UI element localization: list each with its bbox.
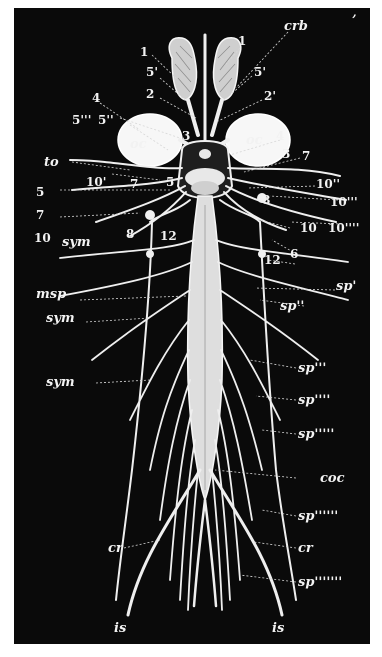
- label-7-left: 7: [36, 208, 44, 222]
- label-msp: msp: [36, 287, 66, 302]
- label-5p-left: 5': [146, 65, 158, 79]
- label-10-right: 10: [300, 221, 317, 235]
- label-oc-left: oc: [130, 137, 147, 152]
- label-cr-right: cr: [298, 541, 314, 556]
- label-sym-2: sym: [46, 311, 75, 326]
- label-10pppp: 10'''': [328, 221, 359, 235]
- label-10ppp: 10''': [330, 195, 358, 209]
- label-2-right: 2': [264, 89, 276, 103]
- label-cr-left: cr: [108, 541, 124, 556]
- label-oc-right: oc: [246, 133, 263, 148]
- label-4-left: 4: [92, 91, 100, 105]
- label-5-mid: 5: [166, 175, 174, 189]
- label-1-left: 1: [140, 45, 148, 59]
- label-5p-right: 5': [254, 65, 266, 79]
- label-sp-pp: sp'': [280, 299, 304, 314]
- label-7-mid: 7: [130, 177, 138, 191]
- label-sp-6: sp'''''': [298, 509, 338, 524]
- label-3-right: 3: [282, 147, 290, 161]
- label-sp-7: sp''''''': [298, 575, 342, 590]
- label-3-left: 3: [182, 129, 190, 143]
- label-5pp: 5'': [98, 113, 114, 127]
- label-10p: 10': [86, 175, 106, 189]
- label-12-right: 12: [264, 253, 281, 267]
- label-6: 6: [290, 247, 298, 261]
- label-is-left: is: [114, 621, 127, 636]
- label-4-right: 4: [276, 129, 284, 143]
- label-8-right: 8: [262, 193, 270, 207]
- label-1-right: 1: [238, 34, 246, 48]
- label-5ppp: 5''': [72, 113, 91, 127]
- label-10-left: 10: [34, 231, 51, 245]
- label-sym-3: sym: [46, 375, 75, 390]
- label-coc: coc: [320, 471, 345, 486]
- label-is-right: is: [272, 621, 285, 636]
- label-sp-ppp: sp''': [298, 361, 326, 376]
- label-5-left: 5: [36, 185, 44, 199]
- label-sp-5: sp''''': [298, 427, 334, 442]
- label-2-left: 2: [146, 87, 154, 101]
- label-to: to: [44, 155, 59, 170]
- label-sp-p: sp': [336, 279, 356, 294]
- label-crb: crb: [284, 19, 308, 34]
- label-sym-1: sym: [62, 235, 91, 250]
- corner-mark: ’: [352, 13, 357, 28]
- label-sp-4: sp'''': [298, 393, 330, 408]
- label-12-left: 12: [160, 229, 177, 243]
- label-7-right: 7: [302, 149, 310, 163]
- label-10pp: 10'': [316, 177, 340, 191]
- label-8-left: 8: [126, 227, 134, 241]
